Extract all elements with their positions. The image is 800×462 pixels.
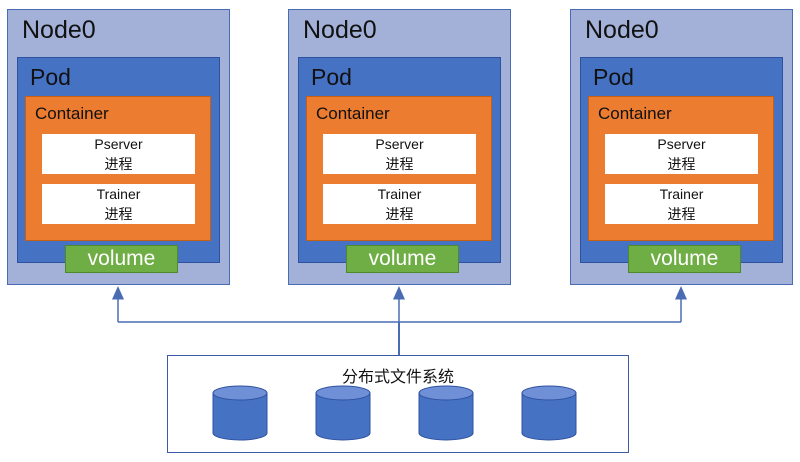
trainer-process-box: Trainer 进程 bbox=[323, 184, 476, 224]
process-label: 进程 bbox=[667, 156, 696, 172]
pod-title: Pod bbox=[311, 64, 352, 90]
node-title: Node0 bbox=[585, 16, 659, 44]
filesystem-label: 分布式文件系统 bbox=[341, 369, 454, 386]
node-title: Node0 bbox=[303, 16, 377, 44]
database-cylinder-icon bbox=[521, 385, 577, 441]
database-cylinder-icon bbox=[418, 385, 474, 441]
pod-box: Pod Container Pserver 进程 Trainer 进程 volu… bbox=[17, 57, 220, 273]
process-name: Pserver bbox=[657, 136, 706, 152]
volume-box: volume bbox=[65, 245, 178, 273]
node-box-2: Node0 Pod Container Pserver 进程 Trainer 进… bbox=[288, 9, 511, 285]
node-box-1: Node0 Pod Container Pserver 进程 Trainer 进… bbox=[7, 9, 230, 285]
pod-box: Pod Container Pserver 进程 Trainer 进程 volu… bbox=[580, 57, 783, 273]
process-label: 进程 bbox=[104, 206, 133, 222]
container-box: Container Pserver 进程 Trainer 进程 bbox=[588, 96, 774, 241]
process-label: 进程 bbox=[104, 156, 133, 172]
disk-group bbox=[212, 385, 577, 441]
distributed-filesystem-box: 分布式文件系统 bbox=[167, 355, 629, 453]
container-box: Container Pserver 进程 Trainer 进程 bbox=[306, 96, 492, 241]
container-title: Container bbox=[316, 104, 390, 123]
process-label: 进程 bbox=[667, 206, 696, 222]
volume-box: volume bbox=[346, 245, 459, 273]
node-box-3: Node0 Pod Container Pserver 进程 Trainer 进… bbox=[570, 9, 793, 285]
volume-box: volume bbox=[628, 245, 741, 273]
process-label: 进程 bbox=[385, 206, 414, 222]
process-name: Pserver bbox=[94, 136, 143, 152]
trainer-process-box: Trainer 进程 bbox=[42, 184, 195, 224]
pod-title: Pod bbox=[30, 64, 71, 90]
pserver-process-box: Pserver 进程 bbox=[42, 134, 195, 174]
node-title: Node0 bbox=[22, 16, 96, 44]
pserver-process-box: Pserver 进程 bbox=[605, 134, 758, 174]
container-title: Container bbox=[35, 104, 109, 123]
pserver-process-box: Pserver 进程 bbox=[323, 134, 476, 174]
process-name: Trainer bbox=[659, 186, 704, 202]
process-name: Pserver bbox=[375, 136, 424, 152]
process-name: Trainer bbox=[96, 186, 141, 202]
process-label: 进程 bbox=[385, 156, 414, 172]
container-box: Container Pserver 进程 Trainer 进程 bbox=[25, 96, 211, 241]
pod-box: Pod Container Pserver 进程 Trainer 进程 volu… bbox=[298, 57, 501, 273]
trainer-process-box: Trainer 进程 bbox=[605, 184, 758, 224]
database-cylinder-icon bbox=[315, 385, 371, 441]
container-title: Container bbox=[598, 104, 672, 123]
process-name: Trainer bbox=[377, 186, 422, 202]
pod-title: Pod bbox=[593, 64, 634, 90]
database-cylinder-icon bbox=[212, 385, 268, 441]
